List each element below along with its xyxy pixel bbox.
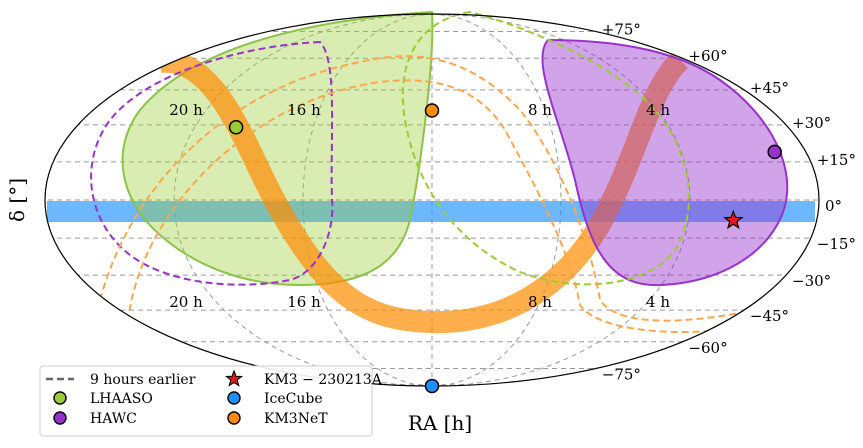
- legend-circle-icon: [53, 411, 67, 425]
- grid-meridian: [173, 14, 433, 386]
- dec-tick-label: −60°: [688, 339, 727, 357]
- dec-tick-label: +60°: [688, 47, 727, 65]
- dec-tick-label: −30°: [792, 272, 831, 290]
- tick-labels: 20 h 16 h 8 h 4 h 20 h 16 h 8 h 4 h +75° +60° +45°…: [169, 20, 856, 383]
- dec-tick-label: +15°: [817, 151, 856, 169]
- dec-tick-label: 0°: [825, 197, 842, 215]
- dec-tick-label: −15°: [817, 235, 856, 253]
- legend-entry: IceCube: [227, 391, 323, 407]
- km3net-marker: [424, 103, 440, 118]
- ra-tick-label-lower: 4 h: [646, 293, 670, 311]
- hawc-marker: [767, 144, 782, 160]
- legend-entry: KM3NeT: [227, 411, 328, 427]
- km3-230213a-marker: [723, 209, 744, 230]
- km3net-earlier-contour-2: [127, 79, 791, 333]
- ra-tick-label-upper: 8 h: [528, 101, 552, 119]
- dec-tick-label: +30°: [792, 114, 831, 132]
- hawc-region: [541, 38, 789, 287]
- legend-box: [39, 365, 373, 437]
- dec-tick-label: +45°: [750, 79, 789, 97]
- ra-tick-label-upper: 20 h: [169, 101, 203, 119]
- km3net-earlier-contour-1: [99, 55, 801, 322]
- icecube-marker: [424, 378, 440, 394]
- legend-entry: LHAASO: [53, 391, 153, 407]
- lhaaso-marker: [228, 120, 244, 135]
- legend-label: LHAASO: [90, 391, 153, 407]
- x-axis-title: RA [h]: [408, 411, 472, 435]
- legend-circle-icon: [227, 411, 241, 425]
- ra-tick-label-upper: 4 h: [646, 101, 670, 119]
- icecube-band: [47, 201, 815, 222]
- km3net-band: [158, 50, 689, 334]
- dec-tick-label: −45°: [750, 307, 789, 325]
- grid-meridian: [431, 14, 691, 386]
- ra-tick-label-lower: 8 h: [528, 293, 552, 311]
- legend-star-icon: [224, 369, 244, 387]
- legend-label: HAWC: [90, 411, 137, 427]
- hawc-earlier-contour: [90, 40, 334, 286]
- lhaaso-earlier-contour: [401, 10, 690, 286]
- y-axis-title: δ [°]: [5, 178, 29, 222]
- legend-entry: 9 hours earlier: [46, 372, 196, 388]
- legend-circle-icon: [53, 391, 67, 405]
- legend-label: 9 hours earlier: [90, 372, 196, 388]
- source-markers: [228, 103, 782, 394]
- lhaaso-region: [121, 10, 434, 287]
- dec-tick-label: −75°: [602, 366, 641, 384]
- legend-circle-icon: [227, 391, 241, 405]
- legend-label: KM3NeT: [264, 411, 328, 427]
- dec-tick-label: +75°: [602, 20, 641, 38]
- legend-entry: HAWC: [53, 411, 137, 427]
- ra-tick-label-upper: 16 h: [287, 101, 321, 119]
- ra-tick-label-lower: 20 h: [169, 293, 203, 311]
- legend-label: IceCube: [264, 391, 323, 407]
- legend-entry: KM3 − 230213A: [224, 369, 383, 388]
- legend-label: KM3 − 230213A: [264, 372, 383, 388]
- ra-tick-label-lower: 16 h: [287, 293, 321, 311]
